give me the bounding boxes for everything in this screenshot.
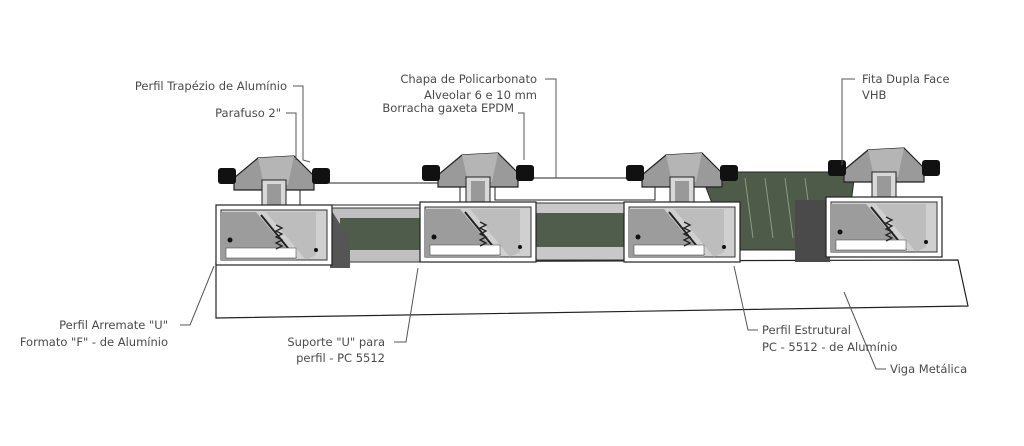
label-pc-5512: PC - 5512 - de Alumínio bbox=[762, 340, 897, 354]
perfil-estrutural-unit-1 bbox=[419, 152, 537, 263]
label-perfil-estrutural: Perfil Estrutural bbox=[762, 323, 851, 337]
label-perfil-trapezio: Perfil Trapézio de Alumínio bbox=[135, 79, 287, 93]
side-plate-left bbox=[330, 208, 350, 268]
steel-beam bbox=[215, 259, 969, 319]
label-formato-f: Formato "F" - de Alumínio bbox=[20, 335, 168, 349]
label-chapa-alveolar: Alveolar 6 e 10 mm bbox=[424, 88, 537, 102]
perfil-arremate-unit bbox=[215, 155, 333, 266]
leader-lines bbox=[180, 78, 886, 370]
label-suporte-perfil: perfil - PC 5512 bbox=[296, 351, 385, 365]
label-chapa-policarbonato: Chapa de Policarbonato bbox=[400, 72, 537, 86]
label-fita-dupla-face: Fita Dupla Face bbox=[862, 72, 950, 86]
polycarbonate-panel-2 bbox=[494, 177, 656, 261]
label-suporte-u: Suporte "U" para bbox=[287, 335, 385, 349]
label-viga-metalica: Viga Metálica bbox=[890, 362, 967, 376]
label-borracha-gaxeta: Borracha gaxeta EPDM bbox=[382, 101, 514, 115]
label-fita-vhb: VHB bbox=[862, 88, 887, 102]
perfil-arremate-unit-right bbox=[825, 147, 943, 258]
label-perfil-arremate: Perfil Arremate "U" bbox=[59, 318, 168, 332]
perfil-estrutural-unit-2 bbox=[623, 152, 741, 263]
label-parafuso: Parafuso 2" bbox=[215, 106, 281, 120]
